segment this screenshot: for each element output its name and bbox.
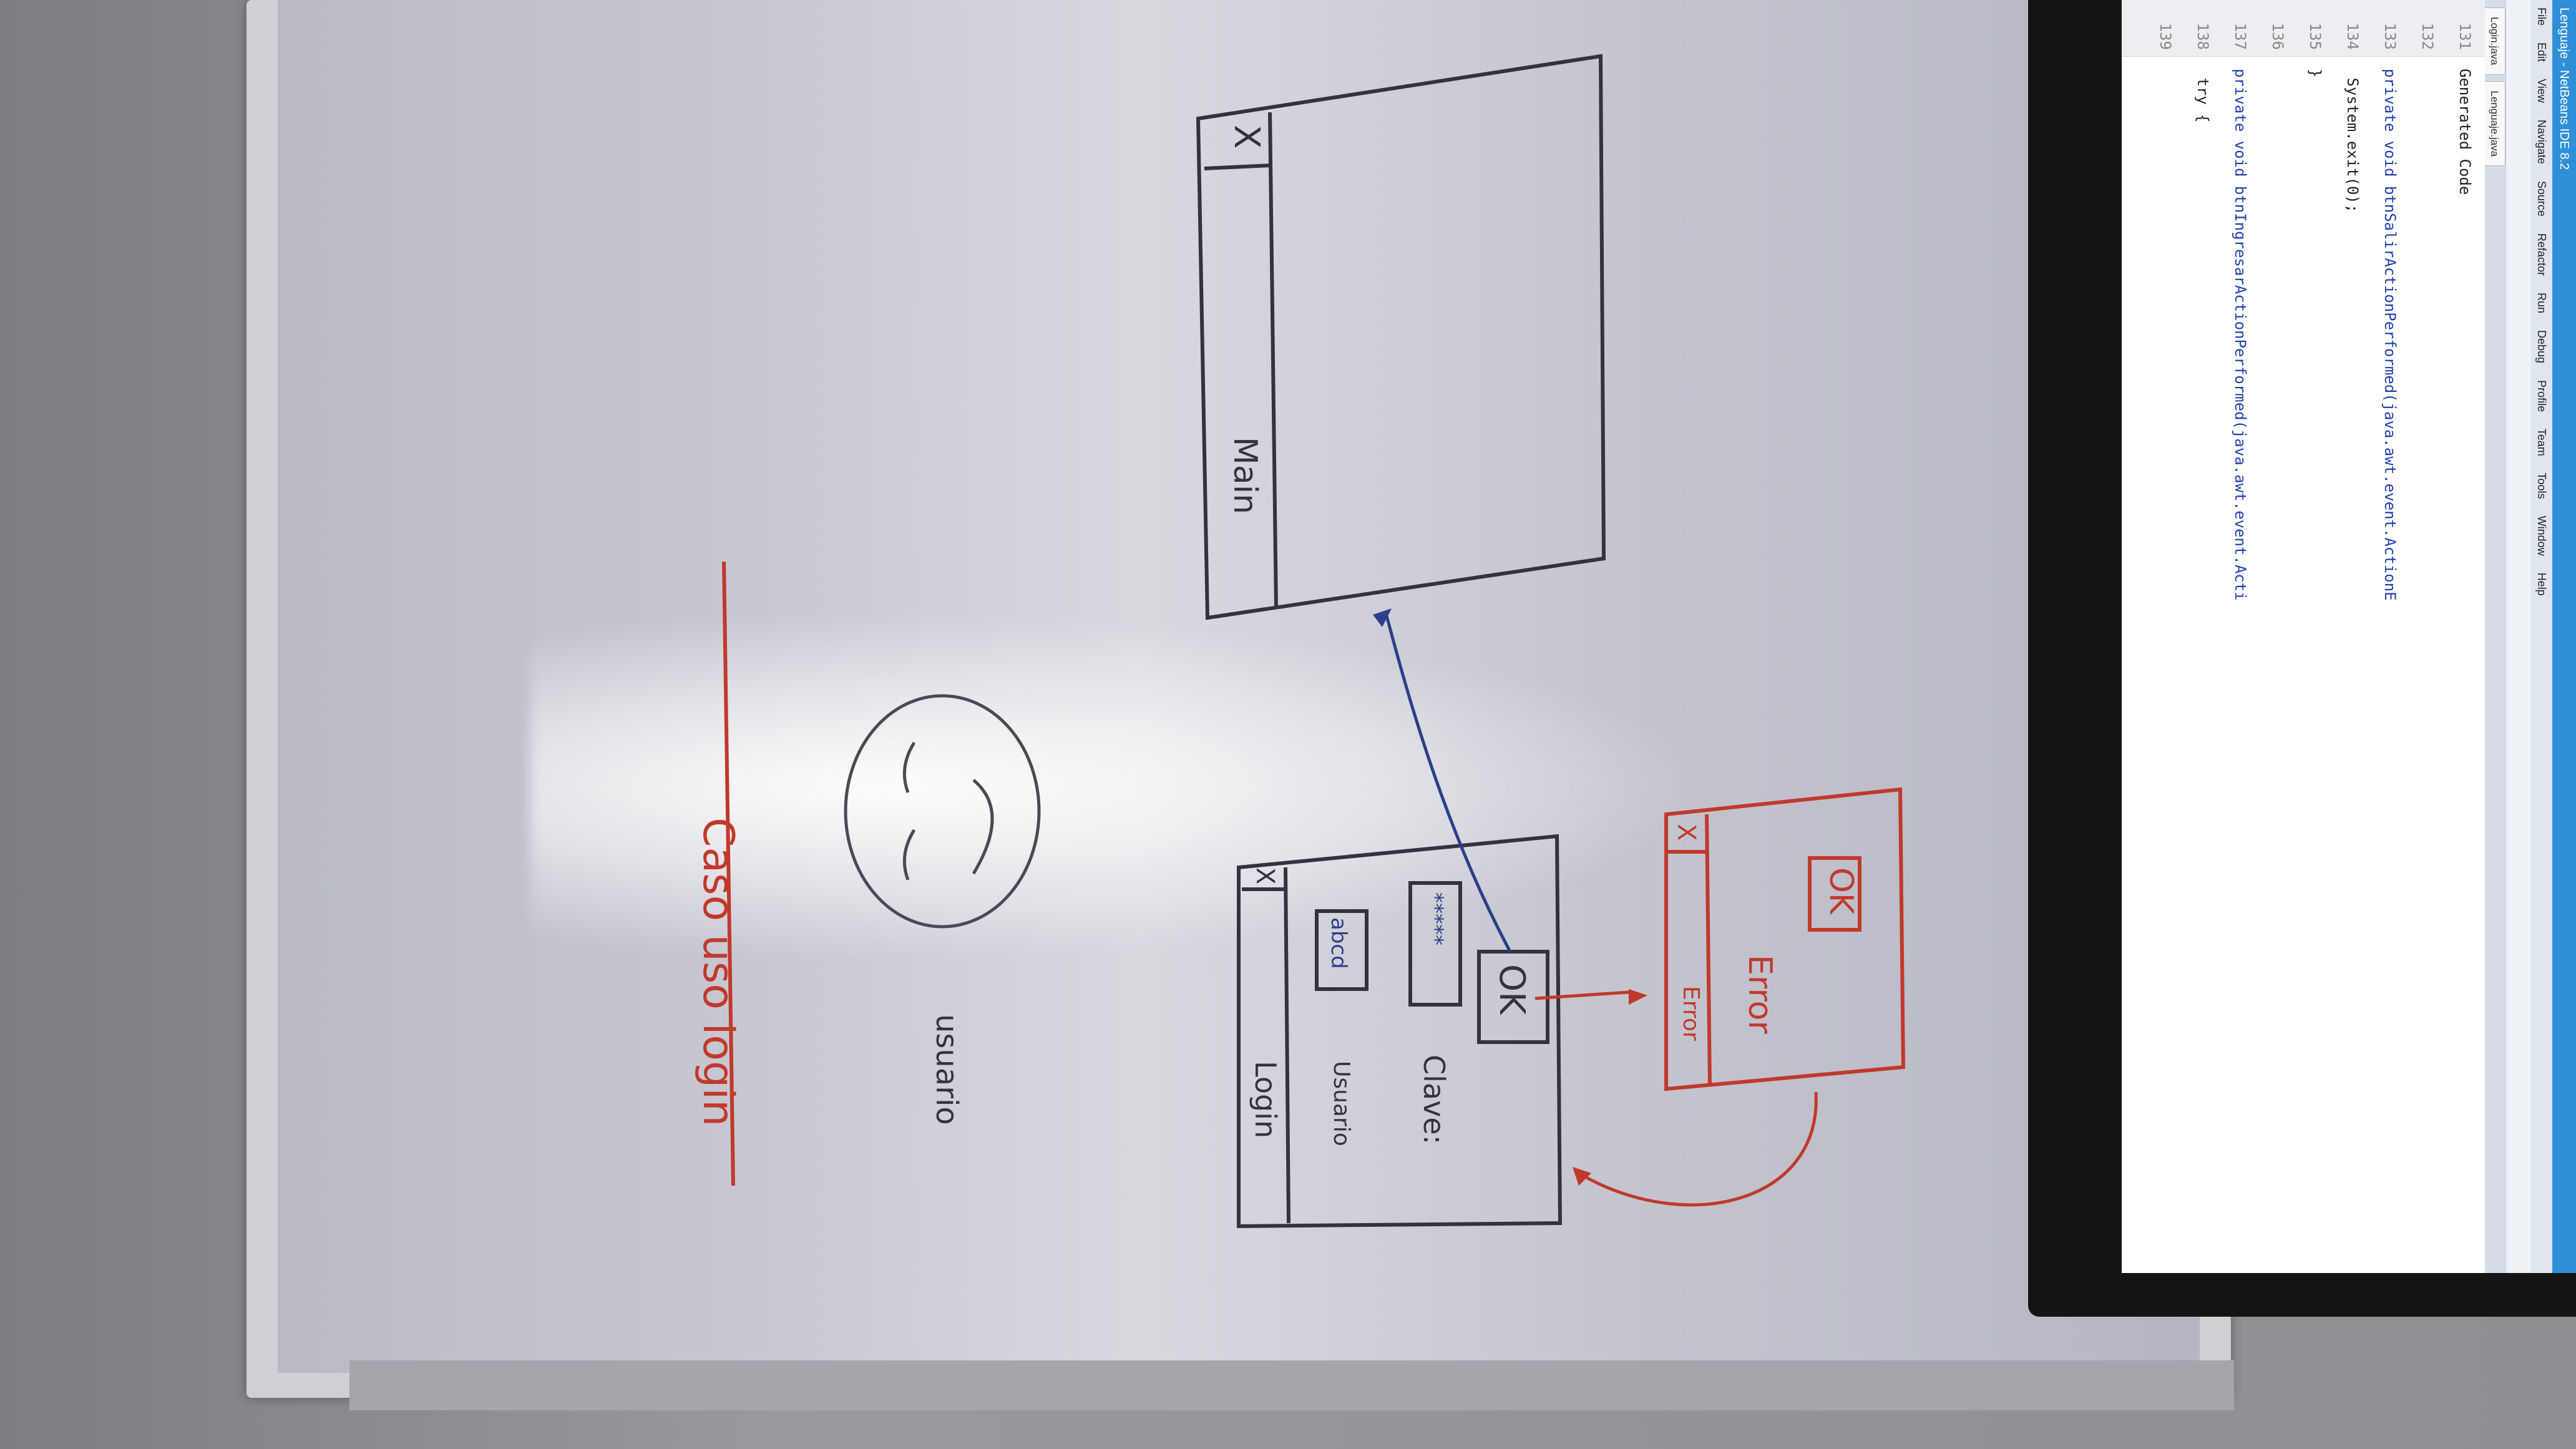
tab-login-java[interactable]: Login.java: [2483, 7, 2505, 75]
actor-stick-figure: [844, 694, 1041, 929]
menu-item-help[interactable]: Help: [2535, 572, 2548, 596]
menu-item-window[interactable]: Window: [2535, 515, 2548, 556]
ok-to-error-arrow: [1534, 990, 1629, 1000]
code-line: 139: [2157, 22, 2174, 50]
code-line: 132: [2419, 22, 2436, 50]
marker-tray: [349, 1360, 2234, 1410]
title-underline: [722, 561, 735, 1186]
ide-editor-tabs: Login.java Lenguaje.java: [2483, 0, 2505, 1273]
error-back-arrow: [1578, 1091, 1818, 1207]
login-ok-button: OK: [1491, 964, 1532, 1015]
ok-to-main-arrow: [1383, 611, 1512, 953]
main-close-glyph: X: [1226, 125, 1267, 149]
menu-item-debug[interactable]: Debug: [2535, 330, 2548, 364]
login-close-glyph: X: [1251, 867, 1279, 885]
menu-item-team[interactable]: Team: [2535, 428, 2548, 456]
code-line: 135}: [2306, 22, 2324, 78]
error-window-title: Error: [1678, 986, 1704, 1041]
menu-item-source[interactable]: Source: [2535, 180, 2548, 217]
ide-title-bar: Lenguaje - NetBeans IDE 8.2: [2552, 0, 2576, 1273]
ide-toolbar: [2505, 0, 2531, 1273]
error-close-glyph: X: [1672, 824, 1700, 841]
ide-menu-bar: File Edit View Navigate Source Refactor …: [2531, 0, 2552, 1273]
code-line: 136: [2269, 22, 2286, 50]
arrowhead-red: [1629, 989, 1647, 1005]
code-editor[interactable]: 131Generated Code 132 133private void bt…: [2122, 0, 2485, 1273]
code-line: 133private void btnSalirActionPerformed(…: [2381, 22, 2399, 601]
main-window-title: Main: [1226, 437, 1264, 515]
arrowhead-red-back: [1573, 1167, 1591, 1186]
menu-item-run[interactable]: Run: [2535, 292, 2548, 313]
code-line: 138 try {: [2194, 22, 2212, 123]
login-password-value: *****: [1423, 892, 1448, 945]
login-password-label: Clave:: [1417, 1055, 1451, 1145]
menu-item-view[interactable]: View: [2535, 79, 2548, 103]
actor-label: usuario: [929, 1014, 964, 1125]
menu-item-file[interactable]: File: [2535, 7, 2548, 26]
error-window-sketch: [1664, 787, 1906, 1091]
code-line: 131Generated Code: [2456, 22, 2474, 195]
login-user-value: abcd: [1326, 917, 1351, 969]
login-user-label: Usuario: [1329, 1061, 1354, 1146]
menu-item-refactor[interactable]: Refactor: [2535, 233, 2548, 276]
monitor-screen: Lenguaje - NetBeans IDE 8.2 File Edit Vi…: [2122, 0, 2576, 1273]
login-window-sketch: [1237, 834, 1563, 1229]
main-window-sketch: [1196, 54, 1606, 620]
menu-item-edit[interactable]: Edit: [2535, 42, 2548, 62]
code-line: 137private void btnIngresarActionPerform…: [2232, 22, 2249, 601]
menu-item-profile[interactable]: Profile: [2535, 380, 2548, 412]
login-window-title: Login: [1249, 1061, 1282, 1139]
whiteboard-title: Caso uso login: [693, 817, 743, 1127]
arrowhead-blue: [1373, 608, 1392, 627]
code-line: 134 System.exit(0);: [2344, 22, 2361, 213]
menu-item-navigate[interactable]: Navigate: [2535, 119, 2548, 164]
error-ok-button: OK: [1822, 867, 1860, 915]
tab-lenguaje-java[interactable]: Lenguaje.java: [2483, 81, 2505, 167]
error-message: Error: [1741, 955, 1778, 1034]
menu-item-tools[interactable]: Tools: [2535, 472, 2548, 499]
ide-window: Lenguaje - NetBeans IDE 8.2 File Edit Vi…: [2122, 0, 2576, 1273]
